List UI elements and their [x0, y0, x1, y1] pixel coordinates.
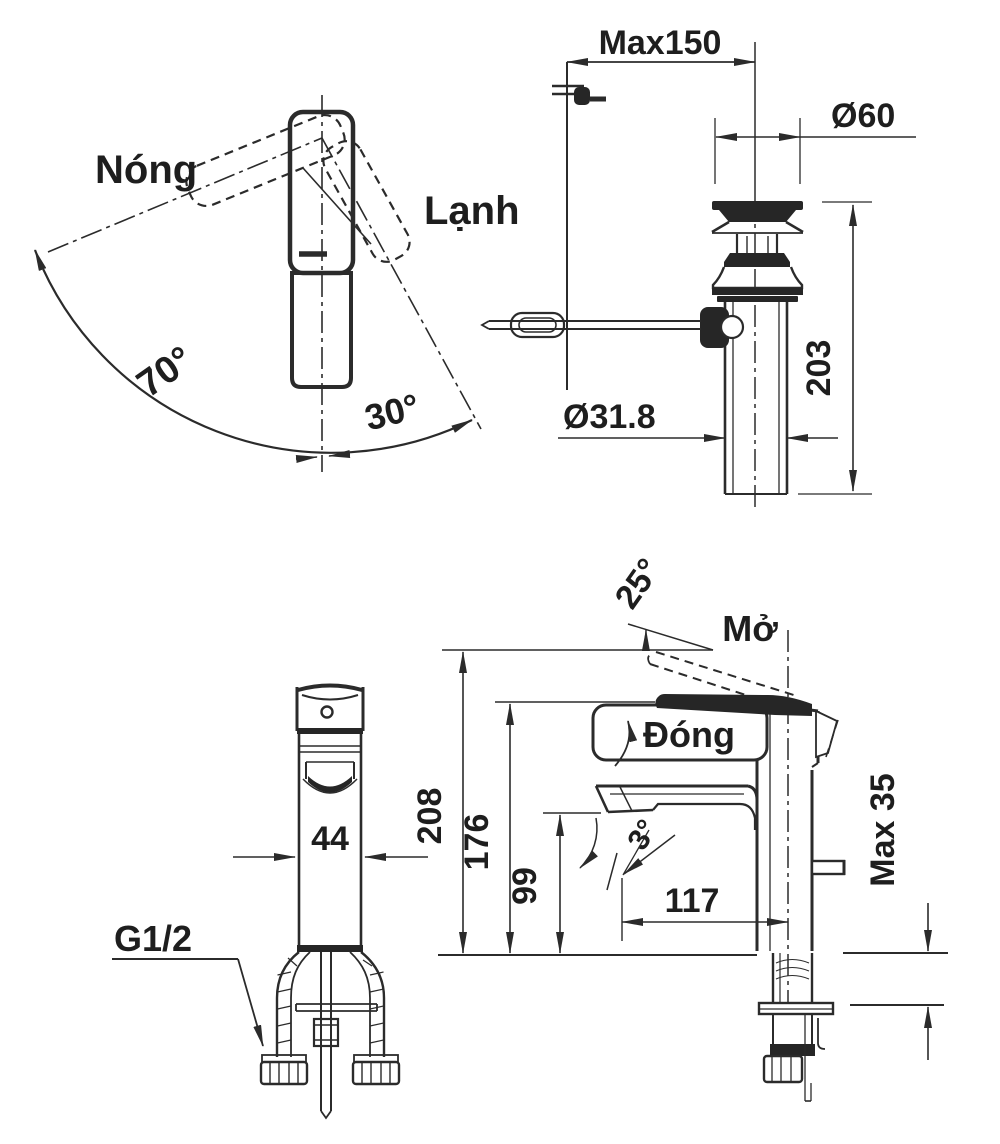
handle-rotation-top-view: Nóng Lạnh 70° 30°	[33, 95, 520, 472]
popup-drain-view: Max150	[480, 24, 916, 508]
handle-pivot-flap-dashed	[825, 719, 839, 758]
spout-angle-leg-2	[622, 829, 650, 876]
shank-thread	[775, 974, 810, 980]
closed-label: Đóng	[643, 714, 735, 755]
open-angle-label: 25°	[608, 552, 669, 616]
flange-diameter-label: Ø60	[831, 97, 895, 135]
hose-nut-right	[351, 1060, 401, 1086]
spout-body-joint	[747, 784, 759, 801]
angle-70-label: 70°	[130, 338, 201, 405]
body-cap-step	[811, 762, 819, 768]
linkage-rod-tip	[480, 320, 490, 330]
drain-plug-skirt	[719, 210, 796, 222]
body-base-edge	[297, 945, 363, 952]
spout-height-label: 99	[506, 867, 544, 905]
popup-rod-knob	[810, 859, 846, 876]
spout-angle-arc	[579, 817, 598, 869]
handle-pivot-flap	[815, 709, 839, 759]
shank-thread	[775, 958, 810, 964]
handle-hidden-edge	[302, 167, 372, 245]
handle-hot-position-dashed	[185, 113, 346, 208]
flange-rim	[785, 220, 804, 234]
angle-30-label: 30°	[361, 385, 424, 438]
max-reach-label: Max150	[599, 24, 722, 62]
supply-hose-right-inner	[349, 951, 371, 1057]
spout-mouth-under-arc	[302, 778, 358, 794]
spout-angle-reference-tick	[606, 852, 618, 891]
pull-rod-knob	[574, 87, 590, 105]
swing-arc	[33, 249, 473, 454]
handle-top-inner-arc	[301, 694, 359, 701]
faucet-side-view: 208 176 99 117 Max 35 25° Mở	[411, 552, 948, 1102]
spout-angle-leg	[623, 834, 676, 875]
body-width-label: 44	[311, 820, 349, 858]
drain-lever-knob	[700, 307, 729, 348]
handle-pin-hole	[320, 705, 334, 719]
hot-label: Nóng	[95, 148, 197, 192]
drain-plug-cap	[712, 201, 803, 210]
supply-hose-left-inner	[290, 951, 311, 1057]
arc-arrow-left	[295, 455, 318, 463]
deck-thickness-label: Max 35	[864, 773, 902, 886]
linkage-clevis	[509, 311, 566, 339]
body-height-label: 176	[458, 814, 496, 871]
mounting-nut-flats	[771, 1057, 792, 1081]
thread-leader-arrow	[237, 958, 264, 1047]
spout-underside	[652, 802, 757, 830]
flange-rim	[711, 220, 730, 234]
stud-tip	[320, 1110, 332, 1120]
open-lever-dashed-tip	[647, 652, 654, 665]
open-angle-leg	[627, 623, 714, 651]
stud-nut	[312, 1017, 340, 1048]
faucet-front-view: 44	[112, 683, 428, 1120]
hose-nut-left	[259, 1060, 309, 1086]
thread-size-label: G1/2	[114, 918, 192, 959]
handle-lift-arrow	[614, 720, 638, 767]
handle-top-edge	[297, 683, 363, 692]
hot-angle-leg	[47, 137, 323, 253]
drain-thread-band-2	[717, 296, 798, 302]
supply-hose-right	[360, 951, 386, 1057]
drain-lever-ball	[719, 314, 745, 340]
shank-seal-band	[770, 1044, 815, 1056]
nut-flats	[269, 1063, 391, 1083]
shank-thread	[775, 966, 810, 972]
mounting-nut	[762, 1054, 804, 1084]
arc-arrow-right	[328, 450, 351, 458]
hose-braiding-ticks	[277, 957, 384, 1044]
linkage-clevis-inner	[518, 317, 557, 333]
popup-rod-hook	[817, 1018, 826, 1050]
spout-tip-cut	[594, 785, 610, 813]
handle-body-joint	[297, 728, 363, 734]
handle-lever-top-band	[655, 694, 812, 716]
spout-mouth	[308, 776, 352, 793]
total-height-label: 208	[411, 788, 449, 845]
drain-body-flare	[711, 266, 804, 290]
spout-tip-bottom	[607, 808, 654, 814]
drain-thread-band	[712, 288, 803, 295]
tube-diameter-label: Ø31.8	[563, 398, 656, 436]
open-angle-arc	[641, 629, 650, 652]
open-label: Mở	[722, 608, 778, 649]
drain-seal-collar	[724, 253, 790, 267]
drain-height-label: 203	[800, 340, 838, 397]
spout-reach-label: 117	[665, 882, 720, 920]
spout-tip-inner-line	[619, 786, 633, 812]
cold-label: Lạnh	[424, 189, 520, 233]
open-lever-dashed-top	[655, 651, 798, 697]
spout-angle-label: 3°	[621, 814, 664, 856]
